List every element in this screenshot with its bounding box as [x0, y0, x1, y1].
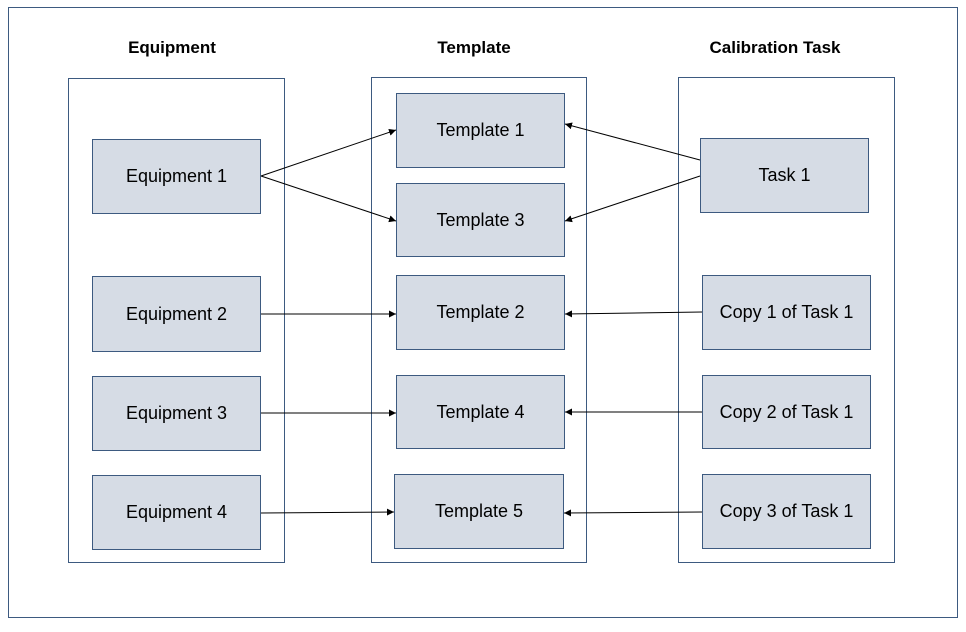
copy-2-of-task-1-node: Copy 2 of Task 1 — [702, 375, 871, 449]
template-3-node: Template 3 — [396, 183, 565, 257]
equipment-2-node: Equipment 2 — [92, 276, 261, 352]
template-column-title: Template — [437, 38, 511, 57]
diagram-frame — [8, 7, 958, 618]
equipment-1-node: Equipment 1 — [92, 139, 261, 214]
template-1-node: Template 1 — [396, 93, 565, 168]
equipment-4-node: Equipment 4 — [92, 475, 261, 550]
copy-1-of-task-1-node: Copy 1 of Task 1 — [702, 275, 871, 350]
calibration-task-column-title: Calibration Task — [709, 38, 841, 57]
template-5-node: Template 5 — [394, 474, 564, 549]
equipment-column-title: Equipment — [128, 38, 216, 57]
template-4-node: Template 4 — [396, 375, 565, 449]
copy-3-of-task-1-node: Copy 3 of Task 1 — [702, 474, 871, 549]
task-1-node: Task 1 — [700, 138, 869, 213]
template-2-node: Template 2 — [396, 275, 565, 350]
equipment-3-node: Equipment 3 — [92, 376, 261, 451]
